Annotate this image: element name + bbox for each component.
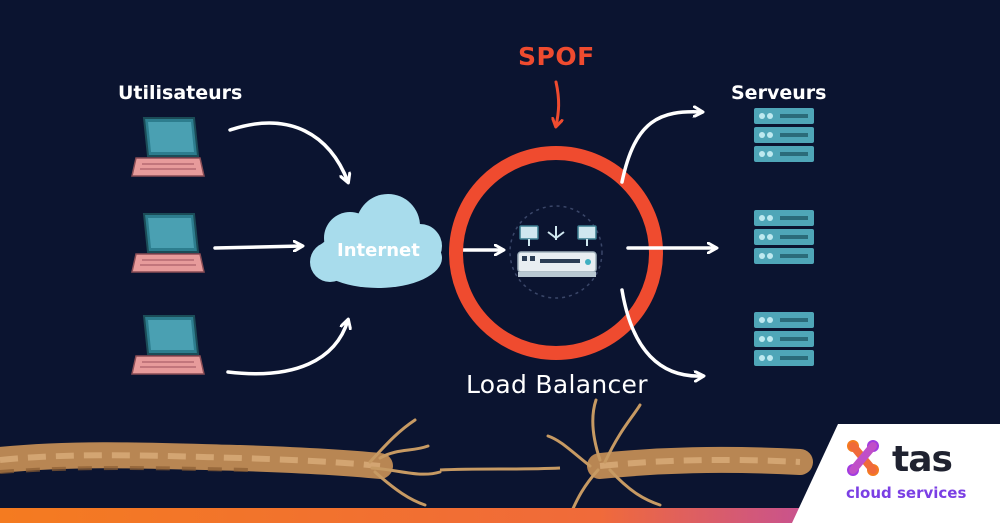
- users-label: Utilisateurs: [118, 82, 243, 104]
- arrow-icon: [226, 320, 348, 376]
- logo-panel: [792, 424, 1000, 523]
- brand-name: tas: [892, 439, 953, 480]
- load-balancer-label: Load Balancer: [466, 370, 648, 399]
- tas-logo-icon: [847, 440, 879, 476]
- brand-gradient-bar: [0, 508, 1000, 523]
- spof-arrow: [556, 80, 559, 126]
- cloud-icon: [310, 194, 442, 288]
- spof-ring: [449, 146, 663, 360]
- arrow-icon: [620, 112, 702, 184]
- load-balancer-halo: [509, 205, 603, 299]
- laptop-icon: [131, 213, 205, 273]
- arrow-icon: [620, 288, 703, 376]
- load-balancer-icon: [517, 225, 597, 277]
- spof-label: SPOF: [518, 42, 595, 71]
- servers-label: Serveurs: [731, 82, 827, 104]
- server-icon: [754, 312, 814, 366]
- arrow-icon: [213, 246, 302, 248]
- arrow-icon: [228, 121, 348, 182]
- internet-label: Internet: [337, 240, 420, 261]
- brand-tagline: cloud services: [846, 484, 967, 502]
- laptop-icon: [131, 117, 205, 177]
- server-icon: [754, 108, 814, 162]
- laptop-icon: [131, 315, 205, 375]
- rope-image: [0, 398, 813, 517]
- server-icon: [754, 210, 814, 264]
